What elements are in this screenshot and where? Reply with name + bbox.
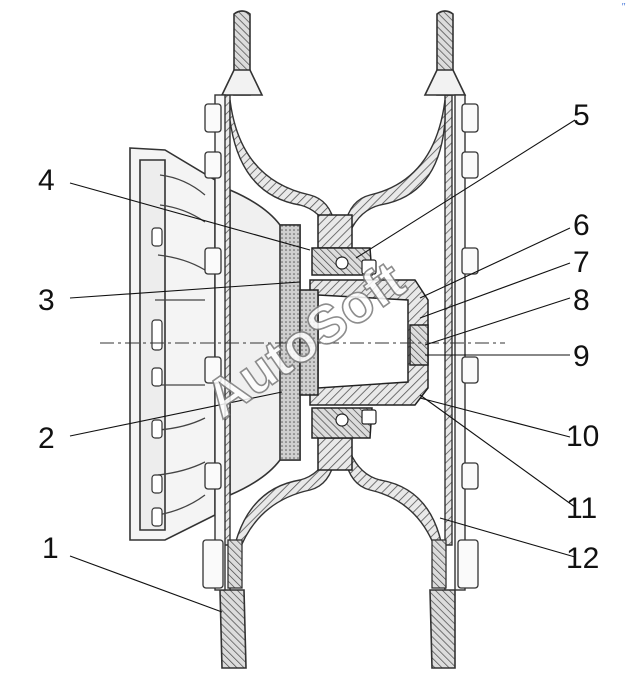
corner-mark: " [621,2,626,13]
wheel-nuts [202,103,479,589]
callout-1: 1 [42,532,59,565]
callout-11: 11 [566,492,597,525]
callout-10: 10 [566,420,599,453]
hub-bearing-section [299,214,429,471]
rim-flanges [219,10,467,669]
brake-drum [129,147,216,541]
rim-rings [214,94,466,591]
callout-5: 5 [573,99,590,132]
callout-8: 8 [573,284,590,317]
callout-12: 12 [566,542,599,575]
callout-7: 7 [573,246,590,279]
callout-2: 2 [38,422,55,455]
callout-6: 6 [573,209,590,242]
callout-4: 4 [38,164,55,197]
leader-lines [69,119,576,613]
callout-9: 9 [573,340,590,373]
callout-3: 3 [38,284,55,317]
hub-flange [229,188,301,497]
callout-numbers: 1 2 3 4 5 6 7 8 9 10 11 12 [38,99,599,575]
